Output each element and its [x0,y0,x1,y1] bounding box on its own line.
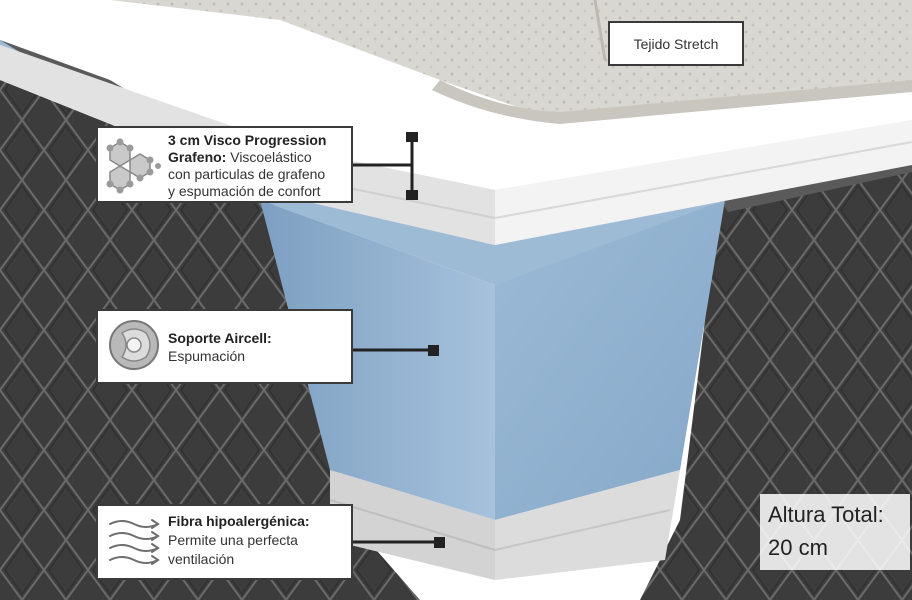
callout-fibra-hipoalergenica: Fibra hipoalergénica: Permite una perfec… [96,504,353,580]
visco-title: 3 cm Visco Progression [168,132,327,148]
visco-desc2: con particulas de grafeno [168,166,326,182]
aircell-text: Soporte Aircell: Espumación [168,329,272,365]
total-height-label: Altura Total: [768,502,884,527]
total-height-box: Altura Total: 20 cm [760,494,910,570]
connector-lines [353,132,445,548]
quilted-top [110,0,912,124]
fibra-desc2: ventilación [168,551,235,567]
visco-line2: Grafeno: Viscoelástico [168,149,347,166]
fibra-text: Fibra hipoalergénica: Permite una perfec… [168,512,310,569]
lower-fibre-layers [329,470,680,580]
total-height-value: 20 cm [768,535,828,560]
fibra-desc1: Permite una perfecta [168,532,298,548]
graphene-molecule-icon [106,138,161,194]
aircell-foam-icon [109,320,159,370]
fibra-title: Fibra hipoalergénica: [168,513,310,529]
callout-soporte-aircell: Soporte Aircell: Espumación [96,309,353,384]
aircell-title: Soporte Aircell: [168,330,272,346]
visco-text: 3 cm Visco Progression Grafeno: Viscoelá… [168,132,347,200]
tejido-stretch-label: Tejido Stretch [633,35,719,52]
callout-visco-progression: 3 cm Visco Progression Grafeno: Viscoelá… [96,126,353,203]
callout-tejido-stretch: Tejido Stretch [608,21,744,66]
aircell-desc: Espumación [168,348,246,364]
visco-desc3: y espumación de confort [168,183,321,199]
visco-desc1: Viscoelástico [226,149,312,165]
airflow-icon [109,519,160,565]
visco-title2: Grafeno: [168,149,227,165]
